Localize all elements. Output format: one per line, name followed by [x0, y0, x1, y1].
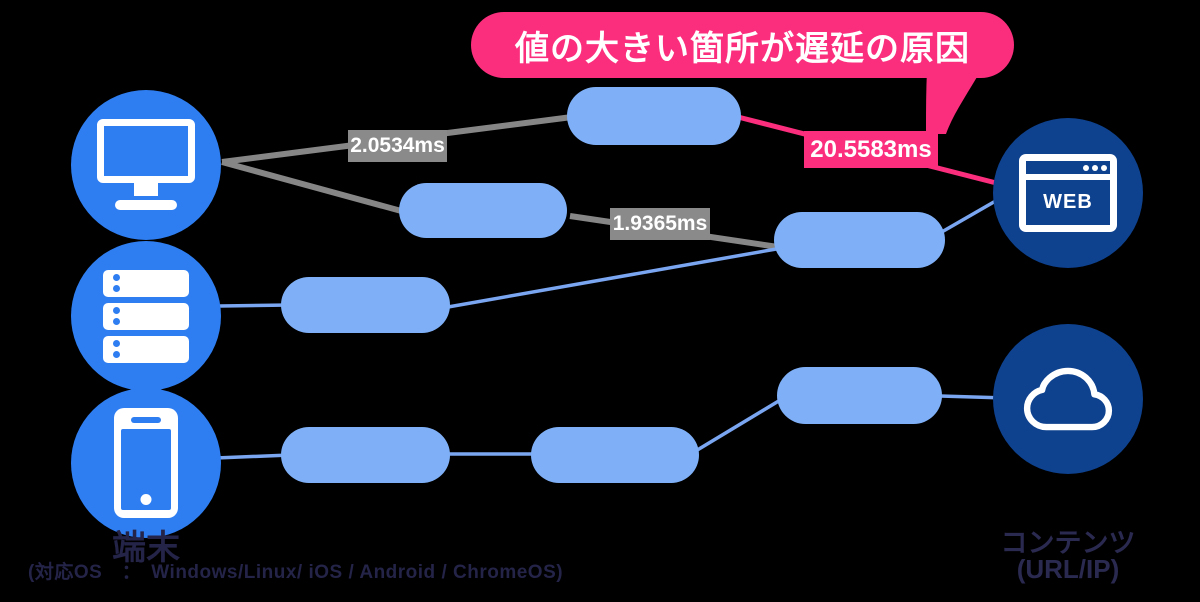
callout-tail [926, 70, 981, 134]
devices-os-note: (対応OS ： Windows/Linux/ iOS / Android / C… [28, 562, 564, 583]
devices-group-title: 端末 [112, 529, 180, 567]
relay-node-2 [399, 183, 567, 238]
cloud-icon [1023, 367, 1113, 431]
edge-relay6-relay7 [693, 397, 783, 454]
browser-dots [1026, 161, 1110, 174]
content-group-subtitle: (URL/IP) [1016, 554, 1120, 584]
callout-bubble: 値の大きい箇所が遅延の原因 [471, 12, 1014, 78]
browser-icon: WEB [1019, 154, 1117, 232]
smartphone-node [71, 388, 221, 538]
relay-node-4 [281, 277, 450, 333]
server-node [71, 241, 221, 391]
content-group-title: コンテンツ [1000, 528, 1136, 558]
relay-node-6 [531, 427, 699, 483]
latency-label-highlight: 20.5583ms [804, 131, 938, 168]
server-icon [103, 269, 189, 363]
web-node: WEB [993, 118, 1143, 268]
desktop-node [71, 90, 221, 240]
smartphone-icon [114, 408, 178, 518]
latency-label-2: 1.9365ms [610, 208, 710, 240]
relay-node-1 [567, 87, 741, 145]
latency-label-1: 2.0534ms [348, 130, 447, 162]
edge-desktop-relay2 [221, 159, 406, 215]
relay-node-5 [281, 427, 450, 483]
relay-node-3 [774, 212, 945, 268]
relay-node-7 [777, 367, 942, 424]
callout-text: 値の大きい箇所が遅延の原因 [515, 29, 970, 68]
cloud-node [993, 324, 1143, 474]
edge-relay4-relay3 [447, 246, 783, 309]
web-label: WEB [1026, 180, 1110, 225]
edge-server-relay4 [219, 303, 291, 308]
edge-phone-relay5 [215, 453, 291, 460]
desktop-icon [97, 118, 195, 210]
